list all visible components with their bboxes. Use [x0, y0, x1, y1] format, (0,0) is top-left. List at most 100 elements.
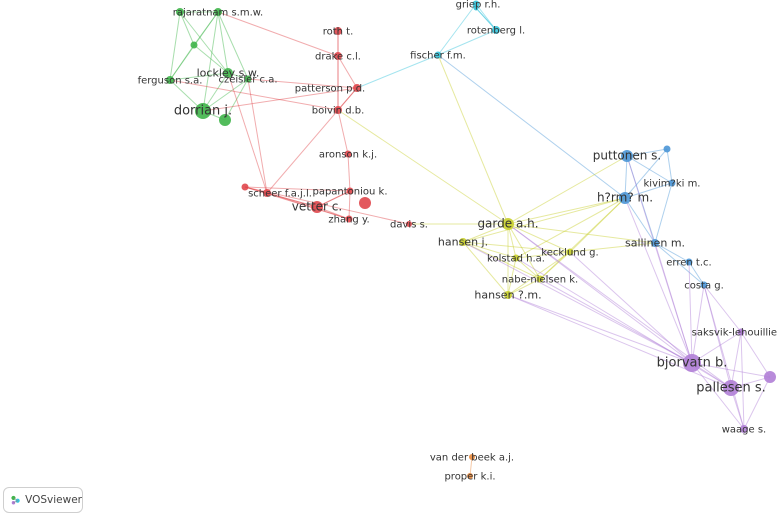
- label-davis[interactable]: davis s.: [390, 220, 428, 231]
- label-drake[interactable]: drake c.l.: [315, 52, 361, 63]
- vosviewer-logo-icon: [11, 495, 20, 505]
- node-scheer[interactable]: [263, 189, 271, 197]
- link-puttonen-garde: [507, 155, 628, 225]
- label-rajaratnam[interactable]: rajaratnam s.m.w.: [173, 8, 263, 19]
- link-bjorvatn-waage: [691, 362, 745, 430]
- label-nabe[interactable]: nabe-nielsen k.: [502, 275, 578, 286]
- node-kolstad[interactable]: [512, 254, 520, 262]
- node-harma[interactable]: [619, 192, 631, 204]
- node-lockley[interactable]: [223, 68, 233, 78]
- node-fischer[interactable]: [434, 51, 442, 59]
- label-puttonen[interactable]: puttonen s.: [593, 149, 661, 163]
- node-green_a[interactable]: [176, 8, 184, 16]
- label-ferguson[interactable]: ferguson s.a.: [138, 76, 203, 87]
- node-green_c[interactable]: [219, 114, 231, 126]
- link-sallinen-garde: [507, 223, 656, 244]
- node-dorrian[interactable]: [195, 103, 211, 119]
- node-davis[interactable]: [406, 221, 412, 227]
- label-zhang[interactable]: zhang y.: [328, 215, 369, 226]
- node-aronson[interactable]: [344, 150, 352, 158]
- label-czeisler[interactable]: czeisler c.a.: [218, 75, 277, 86]
- label-saksvik[interactable]: saksvik-lehouillier i.: [692, 328, 777, 339]
- link-hansenj-bjorvatn: [462, 241, 693, 364]
- label-boivin[interactable]: boivin d.b.: [312, 106, 365, 117]
- label-proper[interactable]: proper k.i.: [444, 472, 495, 483]
- node-czeisler[interactable]: [244, 75, 252, 83]
- label-patterson[interactable]: patterson p.d.: [295, 84, 365, 95]
- link-pallesen-saksvik: [730, 331, 742, 389]
- label-erren[interactable]: erren t.c.: [666, 258, 711, 269]
- node-pallesen[interactable]: [723, 380, 739, 396]
- link-harma-bjorvatn: [624, 197, 693, 364]
- label-hansenm[interactable]: hansen ?.m.: [474, 289, 541, 302]
- node-puttonen[interactable]: [621, 150, 633, 162]
- node-erren[interactable]: [685, 258, 693, 266]
- node-kecklund[interactable]: [566, 248, 574, 256]
- label-vetter[interactable]: vetter c.: [292, 200, 342, 214]
- vosviewer-logo-text: VOSviewer: [25, 494, 82, 506]
- label-hansenj[interactable]: hansen j.: [438, 236, 488, 249]
- link-green_a-green_b: [179, 11, 195, 46]
- label-costa[interactable]: costa g.: [684, 281, 724, 292]
- vosviewer-logo[interactable]: VOSviewer: [3, 487, 83, 513]
- link-fischer-garde: [437, 54, 509, 225]
- node-cyan_a[interactable]: [473, 5, 479, 11]
- node-hansenm[interactable]: [504, 291, 512, 299]
- label-lockley[interactable]: lockley s.w.: [197, 67, 260, 80]
- node-griep[interactable]: [472, 0, 480, 8]
- node-bjorvatn[interactable]: [683, 354, 701, 372]
- node-rajaratnam[interactable]: [214, 8, 222, 16]
- label-scheer[interactable]: scheer f.a.j.l.: [248, 189, 312, 200]
- node-sallinen[interactable]: [651, 239, 659, 247]
- link-rotenberg-fischer: [437, 29, 497, 56]
- label-rotenberg[interactable]: rotenberg l.: [467, 26, 525, 37]
- node-kivimaki[interactable]: [668, 179, 676, 187]
- label-pallesen[interactable]: pallesen s.: [696, 381, 766, 396]
- node-saksvik[interactable]: [737, 328, 745, 336]
- node-red_a[interactable]: [241, 183, 249, 191]
- link-kolstad-nabe: [515, 257, 541, 280]
- label-bjorvatn[interactable]: bjorvatn b.: [657, 356, 728, 371]
- node-roth[interactable]: [334, 27, 342, 35]
- link-boivin-garde: [337, 109, 509, 225]
- label-roth[interactable]: roth t.: [323, 27, 354, 38]
- node-red-b[interactable]: [359, 197, 371, 209]
- link-scheer-zhang: [266, 192, 350, 220]
- node-ferguson[interactable]: [166, 76, 174, 84]
- node-costa[interactable]: [700, 281, 708, 289]
- label-kolstad[interactable]: kolstad h.a.: [487, 254, 545, 265]
- node-garde[interactable]: [502, 218, 514, 230]
- node-vanderbeek[interactable]: [469, 454, 475, 460]
- node-proper[interactable]: [467, 473, 473, 479]
- link-hansenm-bjorvatn: [507, 294, 693, 364]
- label-waage[interactable]: waage s.: [722, 425, 767, 436]
- label-sallinen[interactable]: sallinen m.: [625, 237, 685, 250]
- node-waage[interactable]: [740, 425, 748, 433]
- node-vetter[interactable]: [311, 201, 323, 213]
- node-nabe[interactable]: [536, 275, 544, 283]
- node-blue_a[interactable]: [663, 145, 671, 153]
- node-drake[interactable]: [334, 52, 342, 60]
- label-dorrian[interactable]: dorrian j.: [174, 104, 232, 119]
- node-rotenberg[interactable]: [492, 26, 500, 34]
- label-aronson[interactable]: aronson k.j.: [319, 150, 377, 161]
- label-fischer[interactable]: fischer f.m.: [410, 51, 466, 62]
- label-vanderbeek[interactable]: van der beek a.j.: [430, 453, 514, 464]
- node-patterson[interactable]: [353, 84, 361, 92]
- node-green_b[interactable]: [190, 41, 198, 49]
- link-harma-kecklund: [569, 197, 626, 253]
- node-boivin[interactable]: [334, 106, 342, 114]
- node-purple_a[interactable]: [764, 371, 776, 383]
- link-sallinen-costa: [654, 242, 705, 286]
- node-zhang[interactable]: [345, 215, 353, 223]
- label-griep[interactable]: griep r.h.: [456, 0, 501, 11]
- label-papantoniou[interactable]: papantoniou k.: [312, 187, 387, 198]
- label-kecklund[interactable]: kecklund g.: [541, 248, 598, 259]
- node-papantoniou[interactable]: [346, 187, 354, 195]
- label-garde[interactable]: garde a.h.: [477, 217, 538, 231]
- label-harma[interactable]: h?rm? m.: [597, 191, 653, 205]
- label-kivimaki[interactable]: kivim?ki m.: [644, 179, 701, 190]
- link-drake-patterson: [337, 55, 358, 89]
- node-hansenj[interactable]: [459, 238, 467, 246]
